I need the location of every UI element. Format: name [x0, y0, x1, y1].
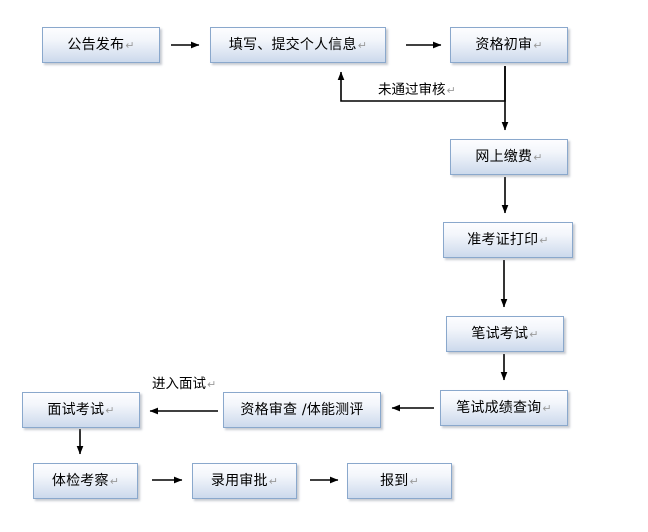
- pilcrow-glyph: ↵: [446, 84, 456, 97]
- node-medical-check-label: 体检考察: [51, 472, 109, 489]
- node-qualification-fitness-label: 资格审查 /体能测评: [240, 401, 364, 418]
- pilcrow-glyph: ↵: [105, 403, 115, 417]
- node-initial-review-label: 资格初审: [475, 36, 533, 53]
- node-interview-exam-label: 面试考试: [47, 401, 105, 418]
- pilcrow-glyph: ↵: [409, 474, 419, 488]
- edge-label-failed-review-text: 未通过审核: [378, 82, 446, 98]
- edge-label-failed-review: 未通过审核↵: [378, 82, 456, 98]
- node-print-admit-card-label: 准考证打印: [467, 231, 539, 248]
- node-submit-info[interactable]: 填写、提交个人信息↵: [210, 27, 386, 63]
- node-online-payment-label: 网上缴费: [475, 148, 533, 165]
- pilcrow-glyph: ↵: [125, 38, 135, 52]
- node-report-for-duty-label: 报到: [380, 472, 409, 489]
- node-written-exam-label: 笔试考试: [471, 325, 529, 342]
- node-submit-info-label: 填写、提交个人信息: [228, 36, 357, 53]
- node-interview-exam[interactable]: 面试考试↵: [22, 392, 140, 428]
- pilcrow-glyph: ↵: [533, 150, 543, 164]
- node-announcement-label: 公告发布: [67, 36, 125, 53]
- node-medical-check[interactable]: 体检考察↵: [33, 463, 138, 499]
- node-written-exam[interactable]: 笔试考试↵: [446, 316, 564, 352]
- node-hiring-approval-label: 录用审批: [210, 472, 268, 489]
- edge-label-enter-interview: 进入面试↵: [152, 376, 217, 392]
- node-score-inquiry[interactable]: 笔试成绩查询↵: [440, 390, 568, 426]
- pilcrow-glyph: ↵: [529, 327, 539, 341]
- pilcrow-glyph: ↵: [539, 233, 549, 247]
- pilcrow-glyph: ↵: [268, 474, 279, 488]
- node-report-for-duty[interactable]: 报到↵: [347, 463, 452, 499]
- pilcrow-glyph: ↵: [207, 378, 217, 391]
- edge-label-enter-interview-text: 进入面试: [152, 376, 206, 392]
- node-score-inquiry-label: 笔试成绩查询: [456, 399, 542, 416]
- pilcrow-glyph: ↵: [533, 38, 543, 52]
- pilcrow-glyph: ↵: [542, 401, 552, 415]
- pilcrow-glyph: ↵: [357, 38, 368, 52]
- node-print-admit-card[interactable]: 准考证打印↵: [443, 222, 573, 258]
- node-initial-review[interactable]: 资格初审↵: [450, 27, 568, 63]
- node-qualification-fitness[interactable]: 资格审查 /体能测评: [223, 392, 381, 428]
- node-hiring-approval[interactable]: 录用审批↵: [192, 463, 297, 499]
- pilcrow-glyph: ↵: [109, 474, 120, 488]
- node-online-payment[interactable]: 网上缴费↵: [450, 139, 568, 175]
- node-announcement[interactable]: 公告发布↵: [42, 27, 160, 63]
